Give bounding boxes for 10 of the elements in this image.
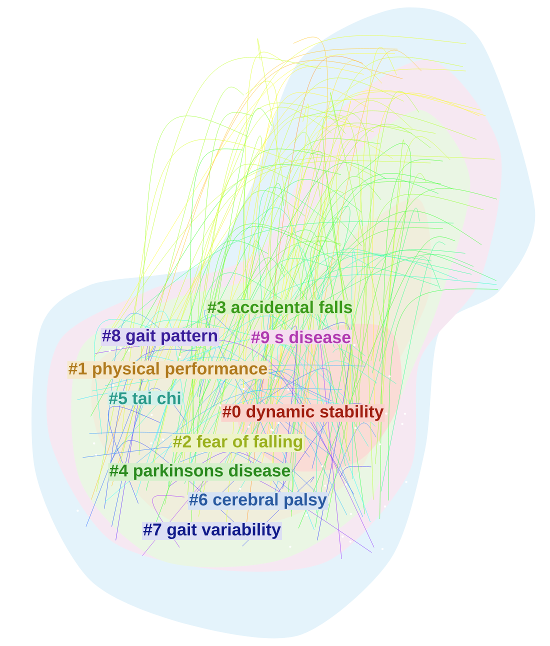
cluster-label: #5 tai chi xyxy=(108,390,182,406)
cluster-label: #7 gait variability xyxy=(142,522,282,540)
cluster-label: #2 fear of falling xyxy=(172,434,304,452)
cluster-label: #0 dynamic stability xyxy=(221,404,385,422)
cluster-label: #1 physical performance xyxy=(67,361,269,379)
cluster-label: #8 gait pattern xyxy=(100,328,220,346)
cluster-label: #4 parkinsons disease xyxy=(108,463,292,481)
cluster-label: #9 s disease xyxy=(250,330,352,344)
cluster-label: #3 accidental falls xyxy=(206,300,354,314)
cluster-label: #6 cerebral palsy xyxy=(188,492,328,510)
